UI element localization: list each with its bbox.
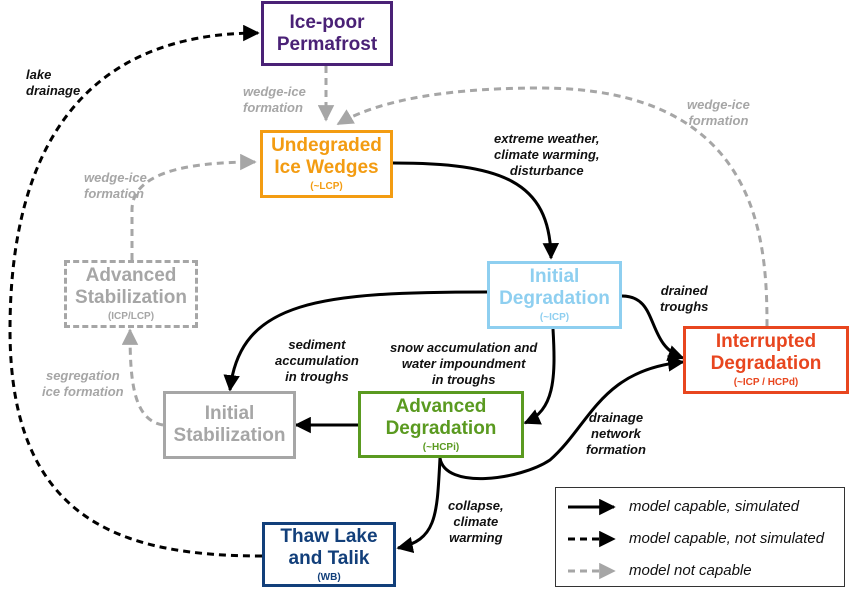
label-lake-drainage: lake drainage [26,67,81,98]
label-wedge-ice-left: wedge-ice formation [84,170,147,201]
node-initial-degradation: Initial Degradation (~ICP) [487,261,622,329]
arrow-segregation-ice [121,328,164,427]
node-thaw-lake-and-talik: Thaw Lake and Talik (WB) [262,522,396,587]
arrow-sediment [223,290,489,392]
label-wedge-ice-top: wedge-ice formation [243,84,306,115]
node-ice-poor-permafrost: Ice-poor Permafrost [261,1,393,66]
legend-simulated: model capable, simulated [629,498,800,515]
node-advanced-degradation: Advanced Degradation (~HCPi) [358,391,524,458]
arrow-drainage-network [438,355,685,481]
node-title: Ice-poor Permafrost [276,11,378,55]
node-subtitle: (~ICP / HCPd) [733,377,799,388]
label-wedge-ice-right: wedge-ice formation [687,97,750,128]
arrow-snow [523,328,556,425]
node-undegraded-ice-wedges: Undegraded Ice Wedges (~LCP) [260,130,393,198]
label-extreme-weather: extreme weather, climate warming, distur… [494,131,600,178]
arrow-extreme-weather [392,161,560,260]
arrow-lake-drainage [8,24,263,558]
node-subtitle: (~ICP) [539,312,570,323]
node-title: Thaw Lake and Talik [280,525,378,569]
label-collapse: collapse, climate warming [448,498,504,545]
node-subtitle: (ICP/LCP) [107,311,155,322]
arrow-wedge-ice-left [130,153,257,260]
node-initial-stabilization: Initial Stabilization [163,391,296,459]
node-subtitle: (WB) [317,571,341,583]
legend-not-simulated: model capable, not simulated [629,530,825,547]
label-segregation: segregation ice formation [42,368,124,399]
node-title: Undegraded Ice Wedges [271,135,382,178]
node-title: Initial Degradation [499,266,610,309]
arrow-collapse [396,457,442,554]
label-drainage-network: drainage network formation [586,410,646,457]
legend-not-capable: model not capable [629,562,752,579]
label-snow: snow accumulation and water impoundment … [390,340,538,387]
node-title: Initial Stabilization [173,403,286,446]
node-title: Advanced Degradation [385,395,497,439]
node-subtitle: (~HCPi) [422,441,460,453]
node-title: Interrupted Degradation [710,331,822,374]
node-subtitle: (~LCP) [310,181,343,192]
arrow-wedge-ice-right [336,86,769,327]
node-title: Advanced Stabilization [75,265,187,308]
label-sediment: sediment accumulation in troughs [275,337,359,384]
node-interrupted-degradation: Interrupted Degradation (~ICP / HCPd) [683,326,849,394]
node-advanced-stabilization: Advanced Stabilization (ICP/LCP) [64,260,198,328]
arrow-drained-troughs [621,294,685,361]
label-drained-troughs: drained troughs [660,283,709,314]
